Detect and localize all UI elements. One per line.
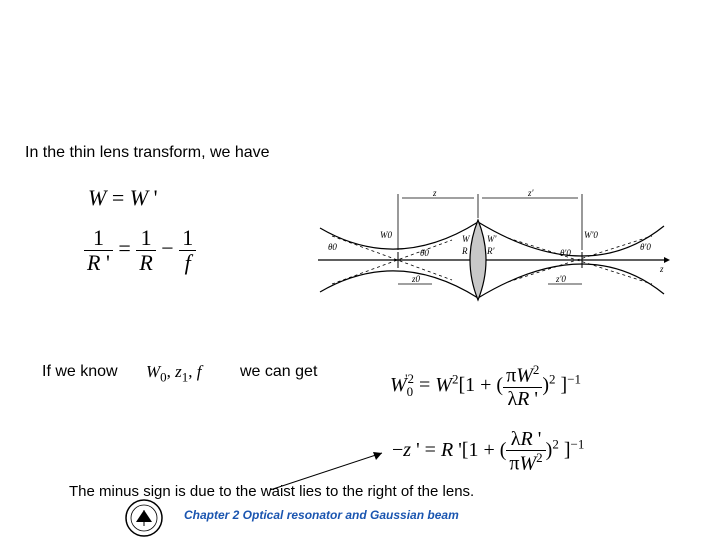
university-logo (125, 499, 163, 537)
svg-text:R': R' (486, 246, 495, 256)
svg-text:z: z (659, 264, 664, 274)
svg-text:W'0: W'0 (584, 230, 598, 240)
note-text: The minus sign is due to the waist lies … (69, 483, 475, 500)
if-we-know-text: If we know (42, 363, 118, 380)
footer-chapter-title: Chapter 2 Optical resonator and Gaussian… (184, 508, 459, 522)
beam-upper-left (319, 221, 479, 250)
svg-text:z'0: z'0 (555, 274, 566, 284)
svg-text:R: R (461, 246, 468, 256)
equation-w-equals-w-prime: W = W ' (88, 185, 158, 210)
beam-lower-left (319, 270, 479, 299)
thin-lens (469, 218, 487, 302)
intro-text: In the thin lens transform, we have (25, 144, 270, 161)
equation-waist-position: −z ' = R '[1 + (λR 'πW2)2 ]−1 (392, 428, 585, 475)
svg-text:z0: z0 (411, 274, 421, 284)
svg-text:θ'0: θ'0 (640, 242, 651, 252)
svg-text:θ0: θ0 (420, 248, 429, 258)
known-params: W0, z1, f (146, 362, 202, 385)
arrow-head-icon (373, 452, 382, 460)
beam-upper-right (477, 221, 665, 257)
svg-text:θ'0: θ'0 (560, 248, 571, 258)
axis-arrow-icon (664, 257, 670, 263)
svg-text:W': W' (487, 234, 497, 244)
svg-text:W0: W0 (380, 230, 392, 240)
beam-lower-right (477, 263, 665, 299)
gaussian-beam-lens-diagram: z z' W0 W R W' R' W'0 θ0 θ0 θ'0 θ'0 z0 z… (318, 188, 670, 302)
svg-text:θ0: θ0 (328, 242, 337, 252)
svg-text:z': z' (527, 188, 535, 198)
we-can-get-text: we can get (240, 363, 318, 380)
svg-text:z: z (432, 188, 437, 198)
svg-text:W: W (462, 234, 471, 244)
note-arrow (269, 452, 383, 491)
